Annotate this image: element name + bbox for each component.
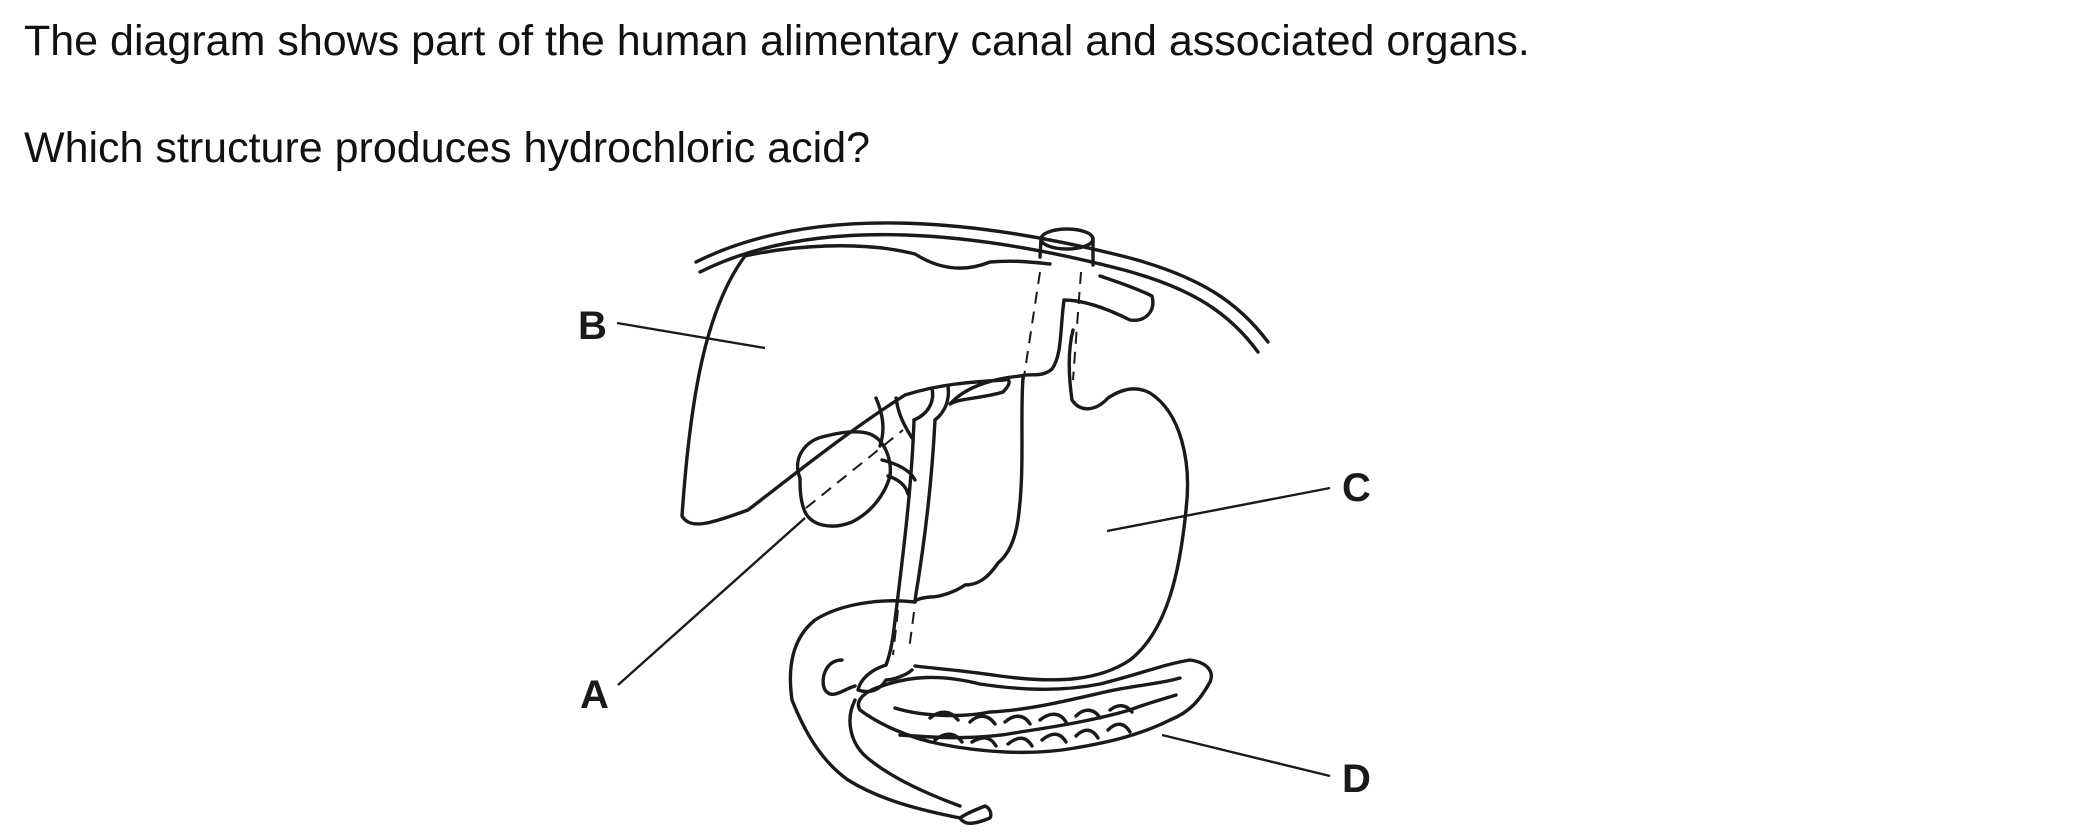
label-a-leader [617, 517, 806, 686]
label-c: C [1342, 466, 1371, 510]
label-b-leader [616, 321, 766, 350]
gall-bladder [795, 429, 904, 528]
question-intro: The diagram shows part of the human alim… [24, 17, 1530, 65]
pancreas [856, 658, 1213, 755]
label-d: D [1342, 757, 1371, 801]
diaphragm [694, 221, 1270, 354]
bile-duct [874, 384, 951, 667]
label-d-leader [1161, 733, 1331, 778]
label-c-leader [1106, 486, 1331, 533]
question-prompt: Which structure produces hydrochloric ac… [24, 124, 871, 172]
oesophagus [1021, 227, 1095, 391]
liver [680, 244, 1155, 526]
duodenum [788, 599, 993, 825]
stomach [913, 328, 1190, 682]
label-a: A [580, 673, 609, 717]
label-b: B [578, 304, 607, 348]
